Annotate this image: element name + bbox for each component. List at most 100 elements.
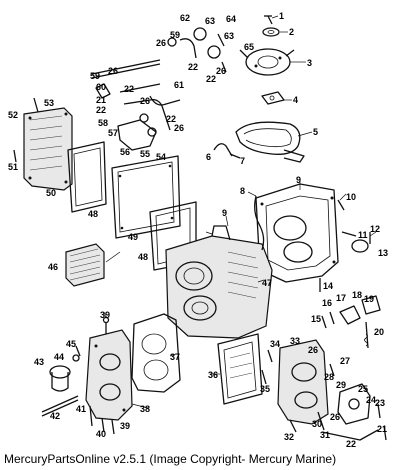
part-9-cylinder-block[interactable]	[165, 225, 273, 339]
callout-17[interactable]: 17	[336, 293, 346, 303]
callout-48-lower[interactable]: 48	[138, 252, 148, 262]
callout-26-d[interactable]: 26	[140, 96, 150, 106]
callout-58[interactable]: 58	[98, 118, 108, 128]
callout-23[interactable]: 23	[375, 398, 385, 408]
callout-47[interactable]: 47	[262, 278, 272, 288]
callout-1[interactable]: 1	[279, 11, 284, 21]
callout-29[interactable]: 29	[336, 380, 346, 390]
callout-48-upper[interactable]: 48	[88, 209, 98, 219]
callout-20[interactable]: 20	[374, 327, 384, 337]
callout-43[interactable]: 43	[34, 357, 44, 367]
callout-2[interactable]: 2	[289, 27, 294, 37]
callout-22-c[interactable]: 22	[124, 84, 134, 94]
callout-33[interactable]: 33	[290, 336, 300, 346]
callout-28[interactable]: 28	[324, 372, 334, 382]
part-33-housing[interactable]	[277, 339, 329, 425]
callout-3[interactable]: 3	[307, 58, 312, 68]
part-37-gasket[interactable]	[131, 313, 181, 393]
part-4-plate[interactable]	[261, 91, 285, 105]
callout-41[interactable]: 41	[76, 404, 86, 414]
callout-9-block[interactable]: 9	[222, 208, 227, 218]
callout-26-c[interactable]: 26	[108, 66, 118, 76]
callout-22-f[interactable]: 22	[346, 439, 356, 449]
callout-57[interactable]: 57	[108, 128, 118, 138]
callout-42[interactable]: 42	[50, 411, 60, 421]
callout-9-crankcase[interactable]: 9	[296, 175, 301, 185]
callout-56[interactable]: 56	[120, 147, 130, 157]
callout-5[interactable]: 5	[313, 127, 318, 137]
callout-32[interactable]: 32	[284, 432, 294, 442]
part-39-40-screws-bottom[interactable]	[101, 417, 115, 435]
callout-65[interactable]: 65	[244, 42, 254, 52]
part-2-washer[interactable]	[262, 27, 280, 37]
callout-61[interactable]: 61	[174, 80, 184, 90]
callout-45[interactable]: 45	[66, 339, 76, 349]
callout-53[interactable]: 53	[44, 98, 54, 108]
callout-8[interactable]: 8	[240, 186, 245, 196]
callout-19[interactable]: 19	[364, 294, 374, 304]
part-51-bolt[interactable]	[13, 149, 17, 163]
callout-55[interactable]: 55	[140, 149, 150, 159]
callout-36[interactable]: 36	[208, 370, 218, 380]
callout-24[interactable]: 24	[366, 395, 376, 405]
callout-26-g[interactable]: 26	[330, 412, 340, 422]
part-27-32-hardware[interactable]	[289, 363, 387, 441]
part-49-plate[interactable]	[111, 155, 181, 239]
callout-26-e[interactable]: 26	[174, 123, 184, 133]
callout-26-b[interactable]: 26	[216, 66, 226, 76]
callout-22-a[interactable]: 22	[188, 62, 198, 72]
callout-50[interactable]: 50	[46, 188, 56, 198]
callout-26-a[interactable]: 26	[156, 38, 166, 48]
part-3-throttle-cam-plate[interactable]	[239, 48, 295, 76]
callout-49[interactable]: 49	[128, 232, 138, 242]
part-6-7-clip[interactable]	[213, 143, 241, 159]
callout-22-e[interactable]: 22	[166, 114, 176, 124]
callout-63-a[interactable]: 63	[205, 16, 215, 26]
callout-52[interactable]: 52	[8, 110, 18, 120]
callout-30[interactable]: 30	[312, 419, 322, 429]
part-46-filter[interactable]	[65, 243, 105, 287]
callout-4[interactable]: 4	[293, 95, 298, 105]
callout-21-top[interactable]: 21	[96, 95, 106, 105]
part-20-spring[interactable]	[364, 333, 368, 347]
callout-44[interactable]: 44	[54, 352, 64, 362]
part-38-housing[interactable]	[85, 329, 133, 421]
callout-12[interactable]: 12	[370, 224, 380, 234]
callout-11[interactable]: 11	[358, 230, 368, 240]
callout-60[interactable]: 60	[96, 82, 106, 92]
callout-51[interactable]: 51	[8, 162, 18, 172]
callout-22-b[interactable]: 22	[206, 74, 216, 84]
callout-13[interactable]: 13	[378, 248, 388, 258]
callout-46[interactable]: 46	[48, 262, 58, 272]
callout-21-bottom[interactable]: 21	[377, 424, 387, 434]
callout-38[interactable]: 38	[140, 404, 150, 414]
callout-27[interactable]: 27	[340, 356, 350, 366]
callout-16[interactable]: 16	[322, 298, 332, 308]
callout-59-b[interactable]: 59	[170, 30, 180, 40]
callout-26-f[interactable]: 26	[308, 345, 318, 355]
callout-37[interactable]: 37	[170, 352, 180, 362]
part-10-11-bolts[interactable]	[337, 199, 357, 237]
callout-39-top[interactable]: 39	[100, 310, 110, 320]
callout-64[interactable]: 64	[226, 14, 236, 24]
callout-63-b[interactable]: 63	[224, 31, 234, 41]
callout-14[interactable]: 14	[323, 281, 333, 291]
part-53-screw[interactable]	[33, 97, 39, 113]
part-5-ring-bracket[interactable]	[235, 121, 305, 163]
callout-62[interactable]: 62	[180, 13, 190, 23]
part-1-screw[interactable]	[264, 15, 273, 25]
callout-18[interactable]: 18	[352, 290, 362, 300]
callout-54[interactable]: 54	[156, 152, 166, 162]
callout-22-d[interactable]: 22	[96, 105, 106, 115]
callout-25[interactable]: 25	[358, 384, 368, 394]
part-24-25-bracket[interactable]	[337, 383, 371, 425]
callout-15[interactable]: 15	[311, 314, 321, 324]
part-34-35-screws[interactable]	[261, 349, 273, 385]
linkage-rods[interactable]	[91, 27, 227, 151]
part-48-gasket-upper[interactable]	[67, 141, 107, 213]
part-12-13-fittings[interactable]	[351, 232, 371, 253]
part-44-45-fittings[interactable]	[49, 345, 81, 392]
part-15-16-screws[interactable]	[321, 311, 335, 329]
callout-40[interactable]: 40	[96, 429, 106, 439]
part-52-cover[interactable]	[23, 107, 73, 191]
